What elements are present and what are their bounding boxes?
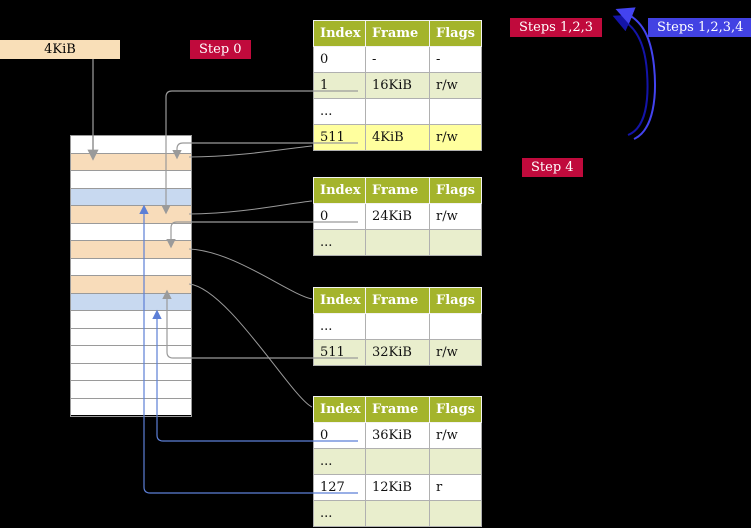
table-cell <box>429 500 482 527</box>
column-header: Flags <box>429 396 482 423</box>
table-cell: 0 <box>313 46 366 73</box>
table-cell: - <box>365 46 430 73</box>
table-cell: 0 <box>313 422 366 449</box>
steps-1-2-3-badge: Steps 1,2,3 <box>510 18 603 37</box>
table-cell: r/w <box>429 72 482 99</box>
table-cell: 36KiB <box>365 422 430 449</box>
memory-frame-row <box>71 346 191 364</box>
table-cell: ... <box>313 313 366 340</box>
memory-frame-row <box>71 206 191 224</box>
memory-frame-row <box>71 171 191 189</box>
table-cell <box>365 98 430 125</box>
memory-frame-row <box>71 223 191 241</box>
column-header: Index <box>313 396 366 423</box>
table-cell: - <box>429 46 482 73</box>
table-cell <box>429 229 482 256</box>
table-cell: 511 <box>313 124 366 151</box>
column-header: Index <box>313 20 366 47</box>
memory-frame-row <box>71 398 191 415</box>
table-cell: r <box>429 474 482 501</box>
table-cell <box>429 98 482 125</box>
step-4-badge: Step 4 <box>522 158 583 177</box>
column-header: Flags <box>429 177 482 204</box>
table-cell: r/w <box>429 203 482 230</box>
table-cell: 24KiB <box>365 203 430 230</box>
memory-frame-row <box>71 188 191 206</box>
line-frame16kib-to-l3-table <box>188 200 313 215</box>
table-row: ... <box>313 98 482 125</box>
table-cell: r/w <box>429 422 482 449</box>
table-cell: 4KiB <box>365 124 430 151</box>
table-cell <box>365 448 430 475</box>
column-header: Frame <box>365 287 430 314</box>
line-frame24kib-to-l2-table <box>188 248 313 300</box>
table-cell: 127 <box>313 474 366 501</box>
column-header: Index <box>313 177 366 204</box>
memory-frame-row <box>71 136 191 154</box>
memory-frame-row <box>71 311 191 329</box>
memory-frame-row <box>71 258 191 276</box>
table-cell <box>429 448 482 475</box>
table-cell: 511 <box>313 339 366 366</box>
memory-frame-row <box>71 328 191 346</box>
table-cell: r/w <box>429 339 482 366</box>
table-cell: 16KiB <box>365 72 430 99</box>
table-row: ... <box>313 313 482 340</box>
memory-frame-row <box>71 153 191 171</box>
table-cell: 12KiB <box>365 474 430 501</box>
column-header: Frame <box>365 396 430 423</box>
column-header: Flags <box>429 20 482 47</box>
table-cell: ... <box>313 448 366 475</box>
column-header: Frame <box>365 20 430 47</box>
table-cell: 0 <box>313 203 366 230</box>
memory-frame-row <box>71 293 191 311</box>
table-cell: r/w <box>429 124 482 151</box>
line-frame32kib-to-l1-table <box>188 283 313 408</box>
column-header: Frame <box>365 177 430 204</box>
table-cell <box>365 500 430 527</box>
physical-memory-stack <box>70 135 192 417</box>
table-cell <box>429 313 482 340</box>
column-header: Index <box>313 287 366 314</box>
memory-frame-row <box>71 381 191 399</box>
table-cell: ... <box>313 500 366 527</box>
table-cell: 1 <box>313 72 366 99</box>
step-0-badge: Step 0 <box>190 40 251 59</box>
memory-frame-row <box>71 363 191 381</box>
table-row: ... <box>313 448 482 475</box>
memory-frame-row <box>71 276 191 294</box>
table-cell: ... <box>313 98 366 125</box>
loop-arrow-steps-1-2-3 <box>612 14 649 136</box>
cr3-frame-box: 4KiB <box>0 40 120 59</box>
column-header: Flags <box>429 287 482 314</box>
table-cell: ... <box>313 229 366 256</box>
memory-frame-row <box>71 241 191 259</box>
table-row: 0-- <box>313 46 482 73</box>
table-cell: 32KiB <box>365 339 430 366</box>
table-row: ... <box>313 500 482 527</box>
table-cell <box>365 229 430 256</box>
table-cell <box>365 313 430 340</box>
line-frame4kib-to-l4-table <box>188 145 313 158</box>
steps-1-2-3-4-badge: Steps 1,2,3,4 <box>648 18 751 37</box>
table-row: ... <box>313 229 482 256</box>
